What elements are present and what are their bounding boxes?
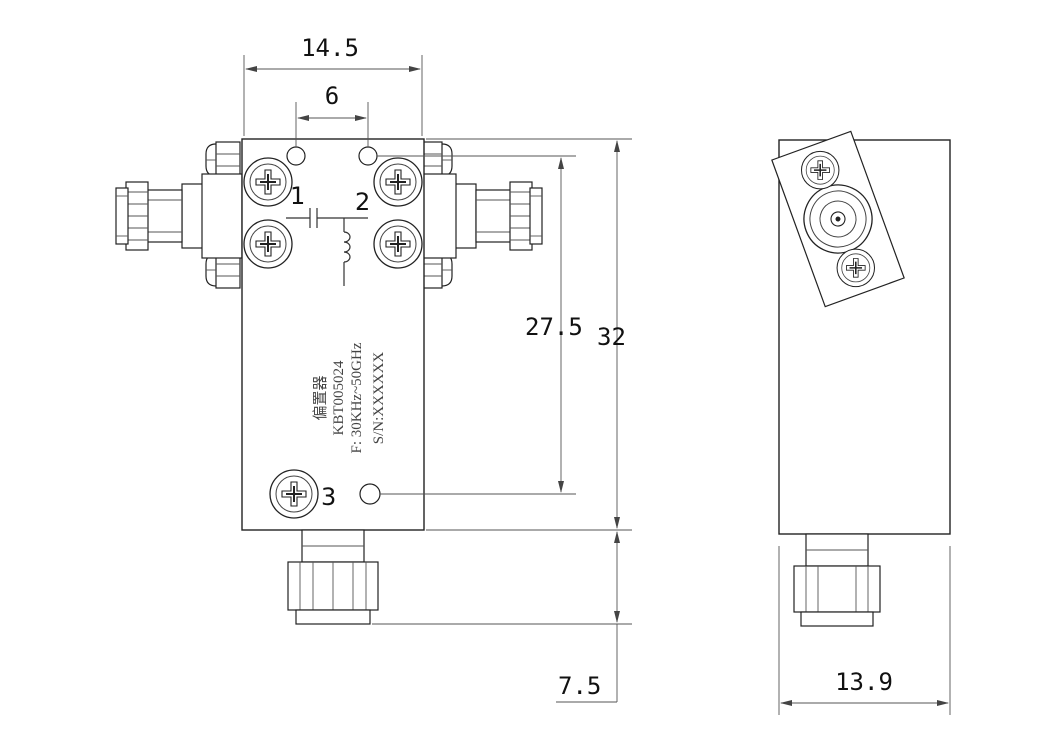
label-part: KBT005024 [331, 360, 347, 436]
label-frequency: F: 30KHz~50GHz [349, 342, 365, 453]
label-name: 偏置器 [312, 375, 329, 420]
front-view: 1 2 3 偏置器 KBT005024 F: 30KHz~50GHz S/N:X… [115, 34, 632, 703]
side-bottom-connector [793, 533, 881, 627]
bottom-connector [287, 529, 379, 625]
left-connector [115, 141, 243, 289]
screw-top-right [373, 157, 423, 207]
screw-top-left [243, 157, 293, 207]
dim-inner-height: 27.5 [525, 313, 583, 341]
bias-tee-schematic [286, 208, 368, 286]
hole-top-right [358, 146, 378, 166]
dim-side-width: 13.9 [835, 668, 893, 696]
dim-total-height: 32 [597, 323, 626, 351]
dim-pin-spacing: 6 [325, 82, 339, 110]
dim-top-width: 14.5 [301, 34, 359, 62]
dim-connector-length: 7.5 [558, 672, 601, 700]
label-serial: S/N:XXXXXX [371, 352, 387, 445]
screw-mid-right [373, 219, 423, 269]
screw-mid-left [243, 219, 293, 269]
pin-2-label: 2 [355, 188, 370, 216]
hole-top-left [286, 146, 306, 166]
hole-bottom [359, 483, 381, 505]
product-label: 偏置器 KBT005024 F: 30KHz~50GHz S/N:XXXXXX [312, 342, 387, 453]
pin-3-label: 3 [321, 483, 336, 511]
right-connector [415, 141, 543, 289]
side-flange [771, 130, 905, 308]
side-view: 13.9 [771, 130, 951, 715]
pin-1-label: 1 [290, 182, 305, 210]
screw-bottom [269, 469, 319, 519]
